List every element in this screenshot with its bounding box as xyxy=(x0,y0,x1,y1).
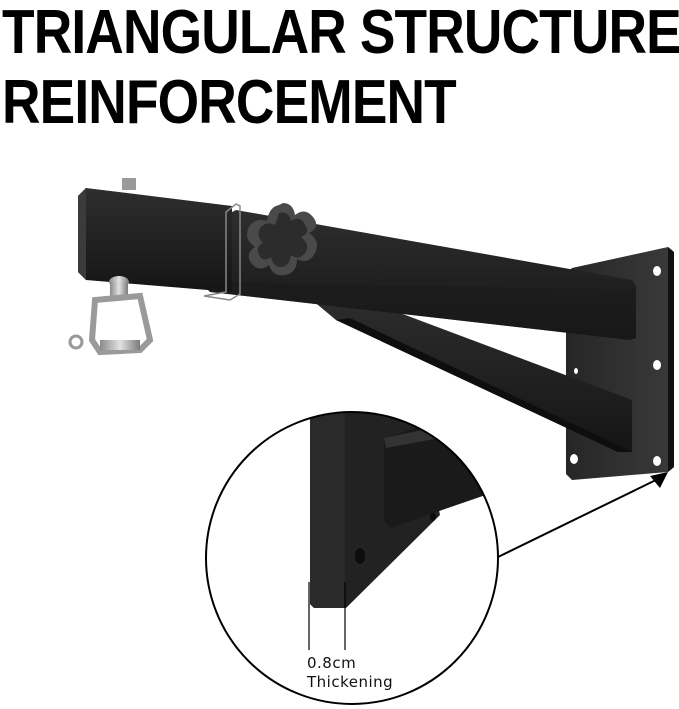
thickness-measurement: 0.8cm xyxy=(307,654,357,672)
headline-line-1: TRIANGULAR STRUCTURE xyxy=(2,0,679,67)
magnified-detail xyxy=(205,411,499,705)
magnifier-circle xyxy=(205,411,499,705)
thickness-label: Thickening xyxy=(307,673,394,691)
diagonal-brace xyxy=(300,290,632,452)
callout-arrow-icon xyxy=(497,472,668,558)
outer-tube xyxy=(78,178,241,301)
pin-icon xyxy=(122,178,136,190)
swivel-hook-icon xyxy=(68,276,154,356)
headline-line-2: REINFORCEMENT xyxy=(2,68,457,137)
mounting-hole-icon xyxy=(570,266,661,466)
star-knob-icon xyxy=(247,203,317,276)
